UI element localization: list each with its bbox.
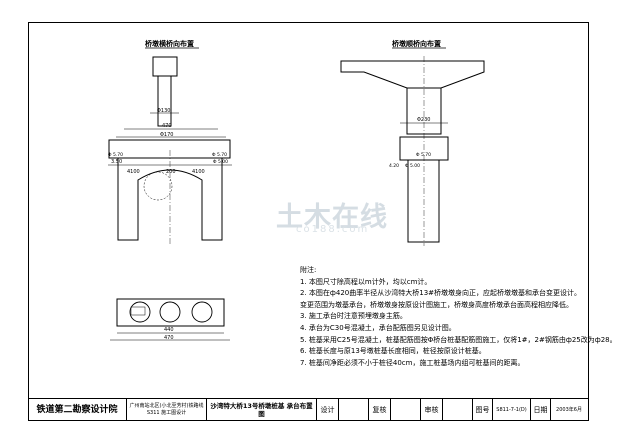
plan-pile-2 xyxy=(159,301,181,323)
left-dim-d1: Φ130 xyxy=(157,108,170,114)
design-label: 设计 xyxy=(317,399,339,421)
drawing-no-label: 图号 xyxy=(473,399,493,421)
check-label: 审核 xyxy=(421,399,443,421)
left-dim-d7: 4100 xyxy=(127,169,140,175)
drawing-no: S811-7-1(D) xyxy=(493,399,531,421)
left-dim-d5: Φ 5.70 xyxy=(212,152,227,158)
note-line: 4. 承台为C30号混凝土，承台配筋图另见设计图。 xyxy=(300,323,456,332)
left-pile-cap xyxy=(108,139,231,159)
plan-dim-d2: 470 xyxy=(164,335,174,341)
left-top-block xyxy=(152,56,178,77)
institute-name: 铁道第二勘察设计院 xyxy=(28,399,127,421)
left-dim-d6: 3.50 xyxy=(111,159,122,165)
plan-pile-1 xyxy=(129,301,151,323)
plan-pile-cap xyxy=(116,298,225,327)
left-pile-hidden-circle xyxy=(143,171,173,201)
watermark-logo: 土木在线 xyxy=(276,202,388,233)
note-line: 3. 施工承台时注意预埋墩身主筋。 xyxy=(300,312,407,321)
notes-title: 附注: xyxy=(300,266,317,274)
note-line: 变更范围为墩基承台，桥墩墩身按原设计图施工，桥墩身高度桥墩承台面高程相应降低。 xyxy=(300,300,573,309)
plan-pile-3 xyxy=(191,301,213,323)
left-column xyxy=(157,75,172,127)
date-label: 日期 xyxy=(531,399,551,421)
right-dim-d1: Φ230 xyxy=(417,117,430,123)
check-signature xyxy=(443,399,473,421)
project-name: 广州南站北区(小北至芳村)铁路线 S311 施工图设计 xyxy=(127,399,207,421)
right-dim-d4: Φ 5.00 xyxy=(405,163,420,169)
left-dim-d2: 470 xyxy=(162,123,172,129)
notes-block: 附注: 1. 本图尺寸除高程以m计外，均以cm计。 2. 本图在ф420曲率半径… xyxy=(300,265,617,369)
note-line: 1. 本图尺寸除高程以m计外，均以cm计。 xyxy=(300,277,432,286)
right-pier-head xyxy=(340,60,485,89)
left-dim-d8: 200 xyxy=(166,169,176,175)
left-view-title: 桥墩横桥向布置 xyxy=(145,39,194,48)
right-dim-d3: 4.20 xyxy=(389,163,399,169)
left-dim-d4: Φ 5.70 xyxy=(108,152,123,158)
left-dim-d9: 4100 xyxy=(192,169,205,175)
plan-column-outline xyxy=(130,306,146,316)
drawing-title: 沙湾特大桥13号桥墩桩基 承台布置图 xyxy=(207,399,317,421)
project-line-2: S311 施工图设计 xyxy=(146,410,187,416)
left-dim-d10: Φ 5.00 xyxy=(213,159,228,165)
right-view-title: 桥墩顺桥向布置 xyxy=(392,39,441,48)
review-signature xyxy=(391,399,421,421)
title-block: 铁道第二勘察设计院 广州南站北区(小北至芳村)铁路线 S311 施工图设计 沙湾… xyxy=(28,398,589,421)
review-label: 复核 xyxy=(369,399,391,421)
note-line: 6. 桩基长度与原13号墩桩基长度相同，桩径按原设计桩基。 xyxy=(300,347,486,356)
left-piles-outline xyxy=(117,158,223,241)
note-line: 7. 桩基间净距必须不小于桩径40cm，施工桩基场内组可桩基间的距离。 xyxy=(300,358,525,367)
note-line: 5. 桩基采用C25号混凝土，桩基配筋图按Φ桥台桩基配筋图施工，仅将1#，2#钢… xyxy=(300,335,617,344)
right-pile xyxy=(407,159,440,243)
date-value: 2003年6月 xyxy=(556,407,582,413)
right-dim-d2: Φ 5.70 xyxy=(416,152,431,158)
design-signature xyxy=(339,399,369,421)
project-line-1: 广州南站北区(小北至芳村)铁路线 xyxy=(129,403,204,409)
plan-dim-d1: 440 xyxy=(164,327,174,333)
left-dim-d3: Φ170 xyxy=(160,132,173,138)
watermark-url: co188.com xyxy=(296,224,370,235)
note-line: 2. 本图在ф420曲率半径从沙湾特大桥13#桥墩墩身向正，应起桥墩墩基和承台变… xyxy=(300,289,582,298)
drawing-frame xyxy=(28,22,589,421)
